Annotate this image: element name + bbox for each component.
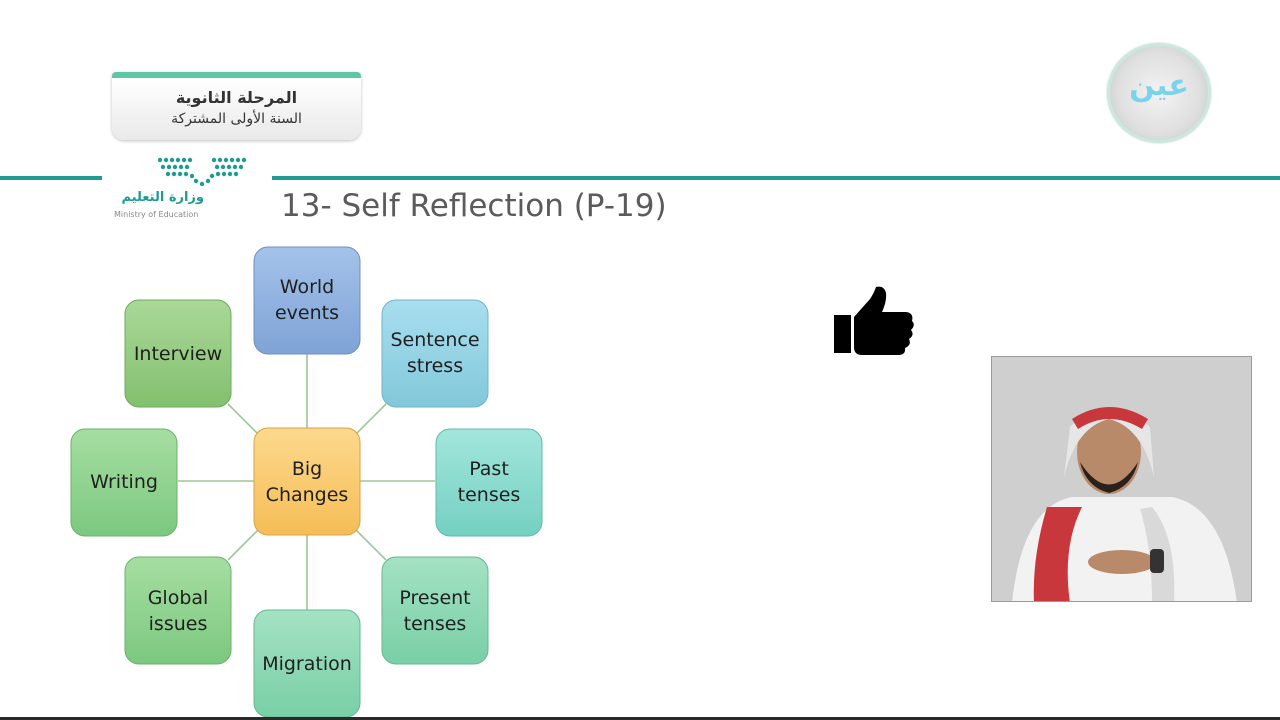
interpreter-figure — [992, 357, 1251, 601]
node-global-issues: Global issues — [124, 556, 232, 665]
node-present-tenses-line1: Present — [399, 587, 470, 609]
node-interview-line1: Interview — [134, 343, 222, 365]
node-sentence-stress-line2: stress — [407, 355, 463, 377]
node-migration: Migration — [253, 609, 361, 718]
node-interview: Interview — [124, 299, 232, 408]
node-world-events-line1: World — [280, 276, 334, 298]
ministry-name-en: Ministry of Education — [114, 210, 199, 219]
sign-language-interpreter-video — [991, 356, 1252, 602]
header-divider-right — [272, 176, 1280, 180]
node-past-tenses-line2: tenses — [458, 484, 521, 506]
stage-title: المرحلة الثانوية — [175, 88, 298, 107]
node-past-tenses: Past tenses — [435, 428, 543, 537]
node-present-tenses: Present tenses — [381, 556, 489, 665]
channel-logo: عين — [1107, 43, 1211, 143]
node-sentence-stress: Sentence stress — [381, 299, 489, 408]
node-sentence-stress-line1: Sentence — [390, 329, 479, 351]
node-migration-line1: Migration — [262, 653, 352, 675]
node-writing: Writing — [70, 428, 178, 537]
node-global-issues-line2: issues — [149, 613, 208, 635]
ministry-logo-icon — [157, 157, 247, 187]
node-past-tenses-line1: Past — [469, 458, 509, 480]
ministry-name-ar: وزارة التعليم — [121, 190, 205, 205]
node-present-tenses-line2: tenses — [404, 613, 467, 635]
node-center-big-changes: Big Changes — [253, 427, 361, 536]
node-global-issues-line1: Global — [148, 587, 209, 609]
thumbs-up-icon — [834, 286, 914, 355]
channel-logo-text: عين — [1129, 68, 1189, 103]
node-world-events-line2: events — [275, 302, 339, 324]
header-divider-left — [0, 176, 102, 180]
stage-label-box: المرحلة الثانوية السنة الأولى المشتركة — [112, 72, 361, 140]
node-center-line2: Changes — [266, 484, 349, 506]
slide-title: 13- Self Reflection (P-19) — [281, 188, 667, 224]
stage-subtitle: السنة الأولى المشتركة — [171, 111, 302, 127]
ministry-logo: وزارة التعليم Ministry of Education — [112, 154, 247, 224]
node-world-events: World events — [253, 246, 361, 355]
bottom-border — [0, 717, 1280, 720]
node-writing-line1: Writing — [90, 471, 158, 493]
node-center-line1: Big — [292, 458, 322, 480]
